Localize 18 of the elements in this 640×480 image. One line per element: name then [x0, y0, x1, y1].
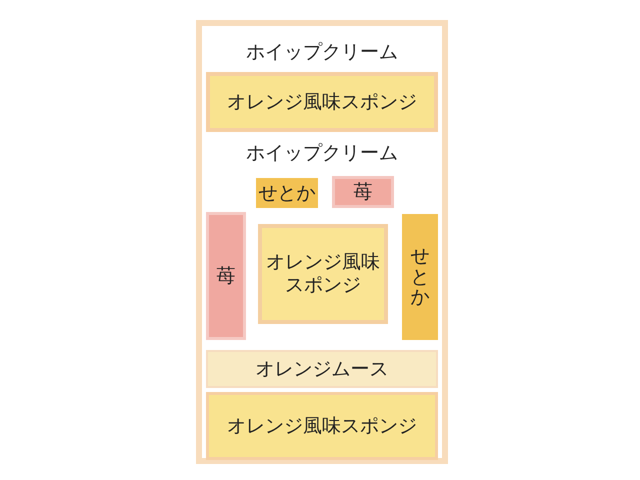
fruit-piece [402, 214, 438, 340]
layer-label: せとか [258, 182, 316, 204]
layer-label: 苺 [354, 180, 372, 204]
mousse-layer [206, 350, 438, 388]
sponge-layer [206, 72, 438, 132]
fruit-piece [332, 176, 394, 208]
layer-label: オレンジ風味スポンジ [265, 251, 381, 297]
layer-label: せとか [410, 246, 430, 308]
sponge-block [258, 224, 388, 324]
layer-label: オレンジムース [256, 358, 388, 380]
layer-label: 苺 [216, 264, 236, 288]
fruit-piece [206, 212, 246, 340]
layer-label: オレンジ風味スポンジ [227, 90, 417, 114]
layer-label: オレンジ風味スポンジ [227, 414, 417, 438]
cake-cross-section [196, 20, 448, 464]
sponge-layer [206, 392, 438, 460]
layer-label: ホイップクリーム [246, 40, 398, 64]
layer-label: ホイップクリーム [246, 142, 398, 165]
